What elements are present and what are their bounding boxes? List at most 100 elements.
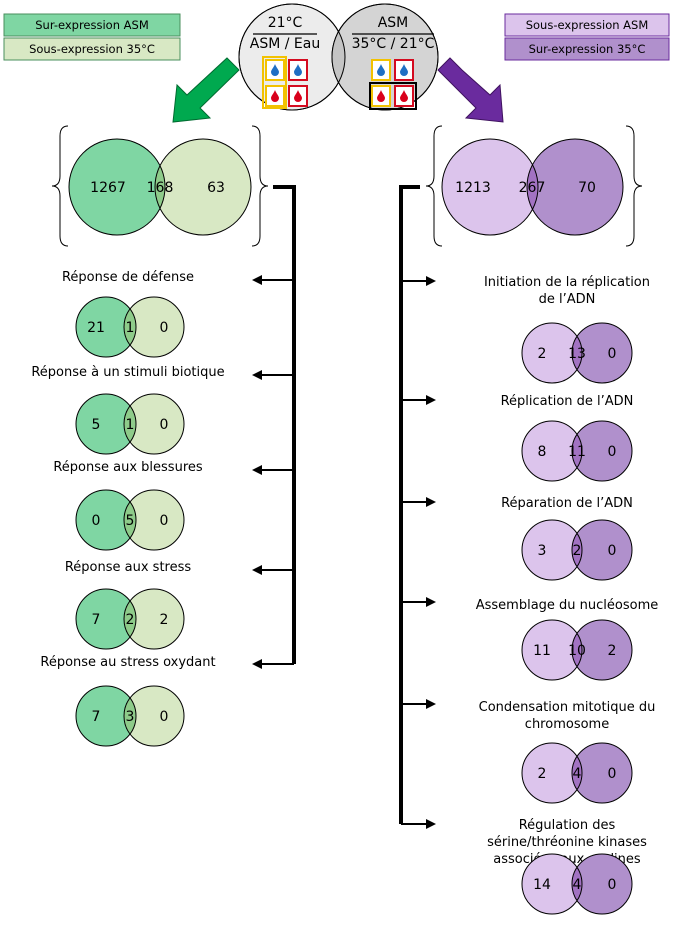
right-venn-6-right-count: 0 bbox=[608, 877, 617, 893]
left-venn-1-left-count: 21 bbox=[87, 320, 105, 336]
right-branch-arrow-head bbox=[426, 597, 436, 607]
left-venn-4-mid-count: 2 bbox=[126, 612, 135, 628]
well-right-bottom-b bbox=[394, 85, 414, 107]
left-branch-arrow-head bbox=[252, 565, 262, 575]
asm-drop-icon bbox=[400, 90, 408, 102]
left-term-label: Réponse au stress oxydant bbox=[40, 655, 215, 670]
main-green-left-count: 1267 bbox=[90, 180, 126, 196]
left-venn-3-mid-count: 5 bbox=[126, 513, 135, 529]
left-connector-trunk bbox=[273, 185, 296, 664]
right-term-label: Réparation de l’ADN bbox=[501, 496, 633, 511]
left-term-3: Réponse aux blessures 0 5 0 bbox=[53, 460, 294, 551]
legend-left: Sur-expression ASM Sous-expression 35°C bbox=[3, 13, 181, 61]
asm-drop-icon bbox=[271, 90, 279, 102]
purple-arrow-icon bbox=[437, 57, 504, 123]
right-venn-6-left-count: 14 bbox=[533, 877, 551, 893]
left-term-label: Réponse à un stimuli biotique bbox=[31, 365, 224, 380]
condition-right-top: ASM bbox=[378, 15, 409, 31]
left-venn-5-left-count: 7 bbox=[92, 709, 101, 725]
asm-drop-icon bbox=[294, 90, 302, 102]
right-venn-2-circle-b bbox=[572, 421, 632, 481]
left-venn-1-circle-a bbox=[76, 297, 136, 357]
well-right-top-a bbox=[371, 59, 391, 81]
right-venn-3-left-count: 3 bbox=[538, 543, 547, 559]
right-term-label: Régulation des bbox=[519, 818, 616, 833]
right-venn-4-left-count: 11 bbox=[533, 643, 551, 659]
right-venn-3-right-count: 0 bbox=[608, 543, 617, 559]
main-green-right-count: 63 bbox=[207, 180, 225, 196]
main-venn-green: 1267 168 63 bbox=[51, 125, 269, 247]
legend-left-label-1: Sur-expression ASM bbox=[35, 18, 149, 32]
left-term-label: Réponse aux blessures bbox=[53, 460, 203, 475]
right-branch-arrow-head bbox=[426, 819, 436, 829]
left-branch-arrow-head bbox=[252, 659, 262, 669]
main-purple-mid-count: 267 bbox=[519, 180, 546, 196]
main-purple-circle-a bbox=[442, 139, 538, 235]
right-venn-5-left-count: 2 bbox=[538, 766, 547, 782]
left-venn-4-circle-a bbox=[76, 589, 136, 649]
right-term-label: chromosome bbox=[525, 717, 609, 732]
legend-right: Sous-expression ASM Sur-expression 35°C bbox=[504, 13, 670, 61]
right-venn-2-circle-a bbox=[522, 421, 582, 481]
left-venn-1-mid-count: 1 bbox=[126, 320, 135, 336]
right-venn-6-circle-b bbox=[572, 854, 632, 914]
right-venn-5-circle-a bbox=[522, 743, 582, 803]
left-term-label: Réponse de défense bbox=[62, 270, 194, 285]
right-venn-3-circle-b bbox=[572, 520, 632, 580]
legend-right-label-1: Sous-expression ASM bbox=[526, 18, 649, 32]
left-branch-arrow-head bbox=[252, 465, 262, 475]
left-venn-5-right-count: 0 bbox=[160, 709, 169, 725]
right-branch-arrow-head bbox=[426, 497, 436, 507]
main-purple-brace-right bbox=[625, 125, 643, 247]
right-venn-1-mid-count: 13 bbox=[568, 346, 586, 362]
condition-right-bottom: 35°C / 21°C bbox=[352, 36, 435, 52]
legend-left-swatch-2 bbox=[3, 37, 181, 61]
well-plates bbox=[262, 56, 417, 110]
right-venn-5-right-count: 0 bbox=[608, 766, 617, 782]
left-venn-2-circle-b bbox=[124, 394, 184, 454]
legend-left-swatch-1 bbox=[3, 13, 181, 37]
left-venn-2-left-count: 5 bbox=[92, 417, 101, 433]
right-term-label: de l’ADN bbox=[539, 292, 596, 307]
water-drop-icon bbox=[271, 64, 279, 76]
right-venn-1-left-count: 2 bbox=[538, 346, 547, 362]
right-term-label: Assemblage du nucléosome bbox=[476, 598, 659, 613]
green-arrow-icon bbox=[172, 57, 240, 123]
plate-frame-left bbox=[262, 56, 287, 109]
well-left-top-b bbox=[288, 59, 308, 81]
left-venn-3-left-count: 0 bbox=[92, 513, 101, 529]
water-drop-icon bbox=[294, 64, 302, 76]
right-term-3: Réparation de l’ADN 3 2 0 bbox=[401, 496, 633, 581]
well-left-bottom-b bbox=[288, 85, 308, 107]
right-venn-1-circle-a bbox=[522, 323, 582, 383]
water-drop-icon bbox=[377, 64, 385, 76]
right-venn-6-circle-a bbox=[522, 854, 582, 914]
main-green-circle-a bbox=[69, 139, 165, 235]
right-venn-4-circle-a bbox=[522, 620, 582, 680]
right-venn-1-circle-b bbox=[572, 323, 632, 383]
left-venn-1-circle-b bbox=[124, 297, 184, 357]
main-green-circle-b bbox=[155, 139, 251, 235]
asm-drop-icon bbox=[377, 90, 385, 102]
left-venn-3-circle-a bbox=[76, 490, 136, 550]
left-venn-3-right-count: 0 bbox=[160, 513, 169, 529]
left-go-terms: Réponse de défense 21 1 0 Réponse à un stimu… bbox=[31, 270, 294, 747]
right-branch-arrow-head bbox=[426, 699, 436, 709]
condition-venn: 21°C ASM / Eau ASM 35°C / 21°C bbox=[238, 3, 439, 111]
right-branch-arrow-head bbox=[426, 276, 436, 286]
legend-right-swatch-1 bbox=[504, 13, 670, 37]
left-venn-5-mid-count: 3 bbox=[126, 709, 135, 725]
legend-left-label-2: Sous-expression 35°C bbox=[29, 42, 155, 56]
main-green-mid-count: 168 bbox=[147, 180, 174, 196]
right-venn-3-mid-count: 2 bbox=[573, 543, 582, 559]
well-left-bottom-a bbox=[265, 85, 285, 107]
right-venn-2-mid-count: 11 bbox=[568, 444, 586, 460]
left-term-label: Réponse aux stress bbox=[65, 560, 192, 575]
